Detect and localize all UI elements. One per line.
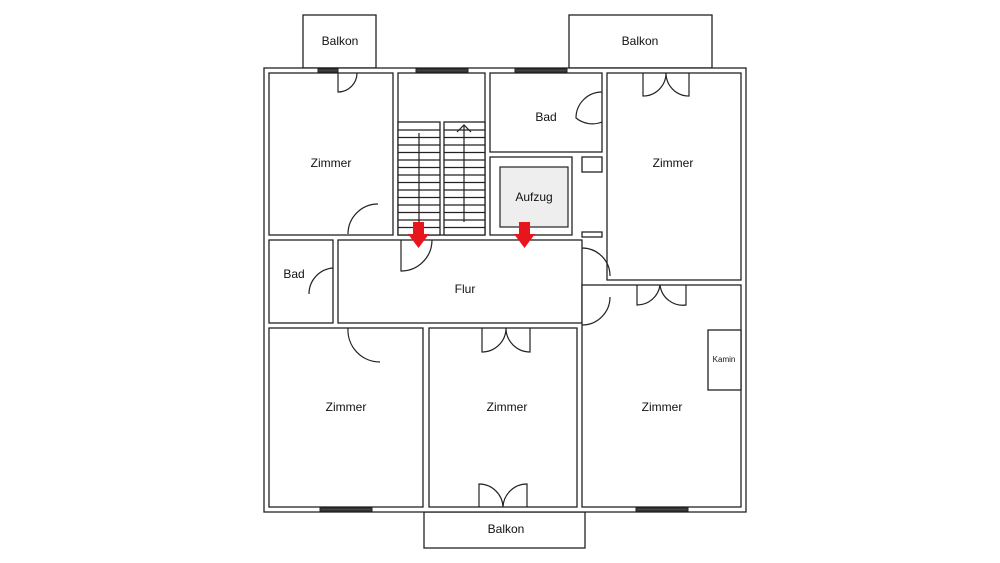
label-zimmer-top-left: Zimmer <box>311 156 352 170</box>
label-bad-top: Bad <box>535 110 556 124</box>
label-flur: Flur <box>455 282 476 296</box>
room-zimmer-bottom-right <box>581 284 742 508</box>
doors <box>308 72 690 508</box>
label-zimmer-bottom-right: Zimmer <box>642 400 683 414</box>
room-bad-left <box>268 239 334 324</box>
label-kamin: Kamin <box>713 355 736 364</box>
entry-arrow-elevator-icon <box>514 222 535 248</box>
staircase <box>397 121 486 236</box>
window <box>319 507 373 512</box>
balcony-top-right <box>568 14 713 69</box>
label-balkon-top-right: Balkon <box>622 34 659 48</box>
window <box>317 68 339 73</box>
kamin-fireplace <box>707 329 742 391</box>
room-zimmer-top-right <box>606 72 742 281</box>
label-bad-left: Bad <box>283 267 304 281</box>
balcony-top-left <box>302 14 377 69</box>
shaft-small <box>581 156 603 173</box>
room-bad-top <box>489 72 603 153</box>
label-aufzug: Aufzug <box>515 190 552 204</box>
shaft-vent <box>581 231 603 238</box>
window <box>415 68 469 73</box>
room-zimmer-bottom-left <box>268 327 424 508</box>
room-zimmer-top-left <box>268 72 394 236</box>
elevator-car <box>499 166 569 228</box>
label-zimmer-top-right: Zimmer <box>653 156 694 170</box>
window <box>635 507 689 512</box>
label-balkon-top-left: Balkon <box>322 34 359 48</box>
label-zimmer-bottom-left: Zimmer <box>326 400 367 414</box>
room-flur <box>337 239 583 324</box>
window <box>514 68 568 73</box>
label-balkon-bottom: Balkon <box>488 522 525 536</box>
label-zimmer-bottom-middle: Zimmer <box>487 400 528 414</box>
entry-arrow-stairs-icon <box>408 222 429 248</box>
room-zimmer-bottom-middle <box>428 327 578 508</box>
